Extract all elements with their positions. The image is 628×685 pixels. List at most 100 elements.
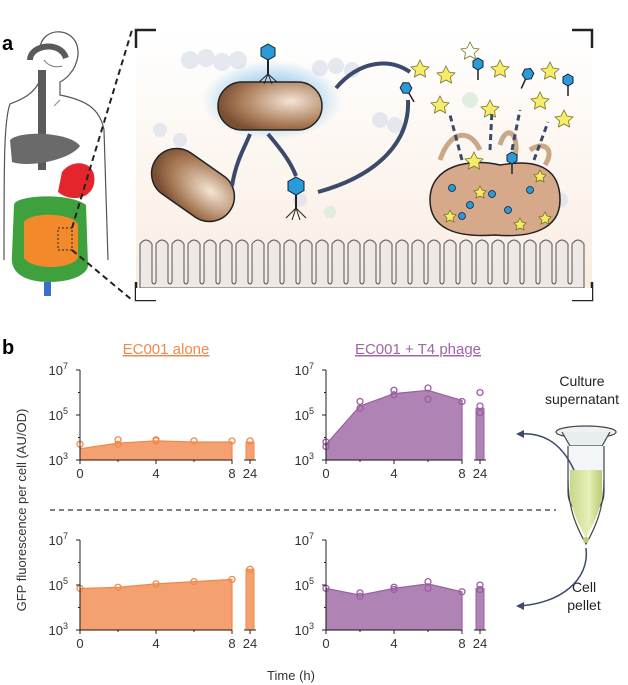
liver bbox=[10, 133, 80, 165]
cell-label-line2: pellet bbox=[567, 597, 601, 613]
series-area bbox=[79, 440, 233, 461]
bacterium-infected bbox=[217, 81, 323, 131]
data-point bbox=[228, 575, 236, 584]
y-tick-label: 107 bbox=[49, 531, 68, 548]
panel-a-letter: a bbox=[2, 33, 14, 55]
phage-icon bbox=[285, 176, 307, 221]
data-point bbox=[476, 409, 484, 417]
data-point bbox=[152, 437, 160, 445]
column-title-alone: EC001 alone bbox=[123, 341, 210, 358]
supernatant-liquid bbox=[570, 470, 602, 538]
y-tick-label: 103 bbox=[49, 621, 68, 638]
phage-icon bbox=[562, 73, 574, 96]
intestinal-villi bbox=[139, 239, 585, 289]
x-tick-label: 8 bbox=[228, 466, 235, 481]
data-point bbox=[356, 397, 364, 406]
x-tick-label: 24 bbox=[243, 636, 257, 651]
data-point bbox=[228, 437, 236, 445]
data-point bbox=[476, 585, 484, 594]
small-intestine bbox=[24, 214, 78, 267]
y-tick-label: 105 bbox=[295, 576, 314, 593]
column-title-phage: EC001 + T4 phage bbox=[355, 341, 481, 358]
x-tick-label: 4 bbox=[390, 636, 397, 651]
x-tick-label: 4 bbox=[152, 466, 159, 481]
x-tick-label: 0 bbox=[322, 466, 329, 481]
data-point bbox=[114, 436, 122, 444]
x-tick-label: 8 bbox=[458, 466, 465, 481]
esophagus bbox=[38, 70, 46, 170]
x-tick-label: 24 bbox=[473, 466, 487, 481]
phage-icon bbox=[506, 151, 518, 174]
data-point bbox=[390, 386, 398, 394]
rectum bbox=[44, 282, 51, 296]
arrowhead-supernatant bbox=[516, 430, 524, 438]
phage-icon bbox=[258, 43, 278, 85]
y-tick-label: 105 bbox=[295, 406, 314, 423]
phage-icon bbox=[520, 68, 535, 89]
zoom-box bbox=[57, 227, 73, 251]
x-tick-label: 8 bbox=[458, 636, 465, 651]
x-tick-label: 8 bbox=[228, 636, 235, 651]
data-point bbox=[246, 437, 254, 445]
x-tick-label: 0 bbox=[76, 466, 83, 481]
cell-label-line1: Cell bbox=[572, 579, 596, 595]
data-point bbox=[476, 402, 484, 410]
x-tick-label: 0 bbox=[76, 636, 83, 651]
data-point bbox=[114, 583, 122, 591]
y-tick-label: 105 bbox=[49, 406, 68, 423]
data-point bbox=[458, 588, 466, 596]
culture-label-line2: supernatant bbox=[545, 391, 619, 407]
bacterium bbox=[150, 147, 236, 223]
dashed-arrows bbox=[448, 109, 550, 161]
arrow-to-pellet bbox=[517, 547, 588, 607]
series-bar-24h bbox=[475, 587, 485, 631]
gut-lumen-scene bbox=[134, 28, 594, 302]
data-point bbox=[190, 437, 198, 445]
data-point bbox=[356, 589, 364, 597]
data-point bbox=[390, 583, 398, 591]
data-point bbox=[114, 440, 122, 448]
y-tick-label: 107 bbox=[49, 361, 68, 378]
data-point bbox=[424, 384, 432, 392]
y-tick-label: 107 bbox=[295, 361, 314, 378]
arrowhead-pellet bbox=[516, 602, 524, 610]
intracellular-phages bbox=[448, 184, 534, 220]
cell-pellet-dot bbox=[583, 537, 589, 543]
data-point bbox=[152, 580, 160, 588]
phage-icon bbox=[399, 82, 415, 103]
y-axis-label: GFP fluorescence per cell (AU/OD) bbox=[14, 409, 29, 612]
panel-b-letter: b bbox=[2, 337, 14, 359]
phage-icon bbox=[472, 57, 484, 80]
stomach bbox=[58, 163, 95, 199]
x-axis-label: Time (h) bbox=[267, 668, 315, 683]
flow-arrows bbox=[230, 61, 412, 194]
data-point bbox=[476, 388, 484, 397]
gfp-stars bbox=[410, 41, 574, 231]
y-tick-label: 105 bbox=[49, 576, 68, 593]
y-tick-label: 103 bbox=[295, 621, 314, 638]
data-point bbox=[424, 577, 432, 586]
series-bar-24h bbox=[245, 568, 255, 631]
x-tick-label: 24 bbox=[473, 636, 487, 651]
data-point bbox=[356, 404, 364, 412]
series-area bbox=[79, 578, 233, 631]
x-tick-label: 24 bbox=[243, 466, 257, 481]
data-point bbox=[424, 584, 432, 593]
series-bar-24h bbox=[245, 441, 255, 461]
zoom-line-bottom bbox=[71, 249, 133, 301]
y-tick-label: 103 bbox=[295, 451, 314, 468]
human-body-illustration bbox=[3, 31, 109, 296]
x-tick-label: 0 bbox=[322, 636, 329, 651]
data-point bbox=[356, 592, 364, 600]
series-area bbox=[325, 389, 463, 461]
x-tick-label: 4 bbox=[152, 636, 159, 651]
arrow-to-supernatant bbox=[517, 432, 575, 471]
data-point bbox=[246, 565, 254, 573]
chart-pellet-alone: 107 105 103 0 4 8 24 bbox=[49, 531, 258, 651]
data-point bbox=[458, 397, 466, 406]
culture-label-line1: Culture bbox=[559, 373, 604, 389]
data-point bbox=[390, 391, 398, 399]
data-point bbox=[190, 577, 198, 586]
